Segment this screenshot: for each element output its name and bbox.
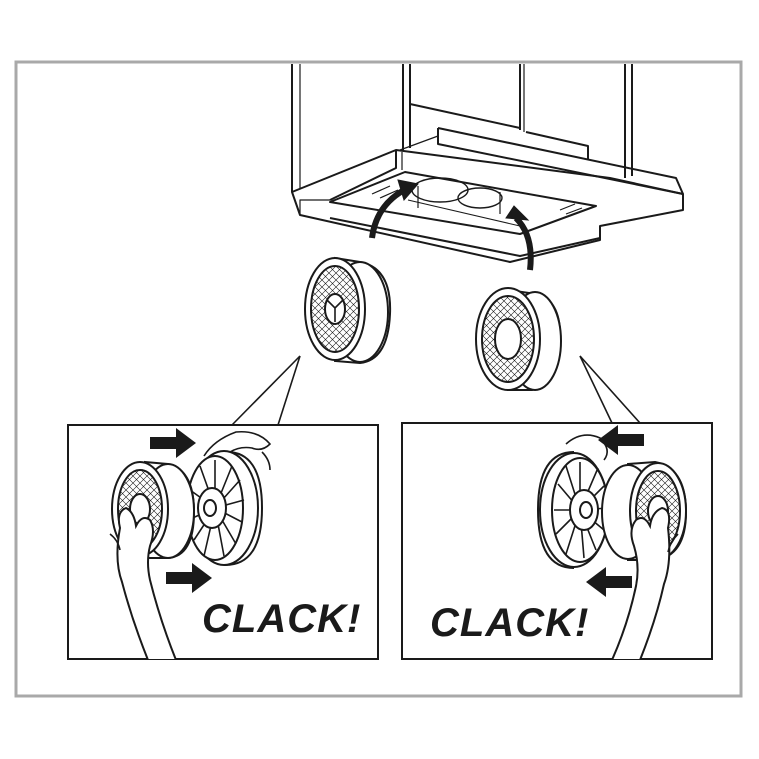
motor-fan-wheel	[186, 450, 264, 567]
outer-frame	[14, 60, 743, 698]
filter-right	[475, 287, 562, 391]
motor-fan-wheel	[536, 451, 609, 569]
filter-cartridge	[111, 460, 196, 559]
insert-arrows	[369, 179, 534, 271]
detail-panel-left: CLACK!	[67, 424, 379, 660]
push-arrow-top	[598, 425, 644, 455]
filter-left	[304, 256, 392, 365]
push-arrow-top	[150, 428, 196, 458]
push-arrow-bottom	[166, 563, 212, 593]
detail-panel-right: CLACK!	[401, 422, 713, 660]
callout-pointers	[231, 355, 641, 426]
cooker-hood	[291, 64, 684, 263]
clack-label-left: CLACK!	[202, 597, 361, 641]
push-arrow-bottom	[586, 567, 632, 597]
clack-label-right: CLACK!	[430, 601, 589, 645]
